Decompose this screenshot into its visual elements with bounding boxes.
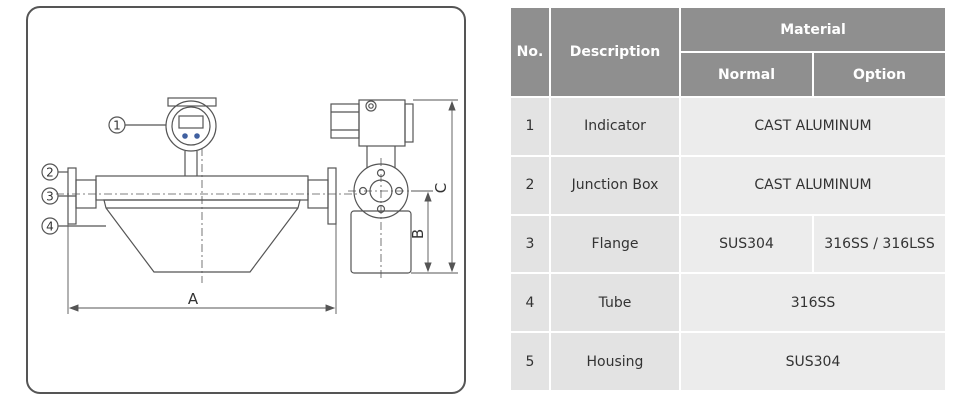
row-material: CAST ALUMINUM [678, 154, 948, 216]
material-spec-table: No. Description Material Normal Option 1… [509, 6, 948, 392]
callout-2: 2 [46, 166, 54, 180]
callout-1: 1 [113, 119, 121, 133]
dim-b-label: B [409, 229, 427, 239]
table-row: 1 Indicator CAST ALUMINUM [509, 96, 948, 157]
callout-3: 3 [46, 190, 54, 204]
header-option: Option [811, 51, 948, 98]
row-no: 1 [509, 96, 551, 157]
row-option: 316SS / 316LSS [811, 213, 948, 275]
table-row: 3 Flange SUS304 316SS / 316LSS [509, 213, 948, 275]
row-description: Junction Box [549, 154, 681, 216]
row-no: 2 [509, 154, 551, 216]
row-no: 5 [509, 331, 551, 392]
table-row: 2 Junction Box CAST ALUMINUM [509, 154, 948, 216]
meter-body [56, 148, 358, 283]
row-material: CAST ALUMINUM [678, 96, 948, 157]
row-description: Housing [549, 331, 681, 392]
side-view [330, 99, 420, 280]
row-material: SUS304 [678, 331, 948, 392]
row-description: Flange [549, 213, 681, 275]
header-material: Material [678, 6, 948, 53]
dimension-bc [411, 99, 458, 274]
table-row: 5 Housing SUS304 [509, 331, 948, 392]
callouts [41, 116, 166, 235]
row-description: Tube [549, 272, 681, 334]
row-material: 316SS [678, 272, 948, 334]
technical-drawing-panel: 1 2 3 4 A [26, 6, 466, 394]
flowmeter-drawing: 1 2 3 4 A [41, 97, 458, 314]
row-no: 3 [509, 213, 551, 275]
row-description: Indicator [549, 96, 681, 157]
row-normal: SUS304 [679, 213, 814, 275]
dimension-a [67, 224, 337, 314]
callout-4: 4 [46, 220, 54, 234]
table-row: 4 Tube 316SS [509, 272, 948, 334]
header-description: Description [549, 6, 681, 98]
header-no: No. [509, 6, 551, 98]
header-normal: Normal [679, 51, 814, 98]
dim-a-label: A [188, 290, 199, 308]
indicator-head [165, 97, 217, 176]
dim-c-label: C [432, 183, 450, 193]
row-no: 4 [509, 272, 551, 334]
